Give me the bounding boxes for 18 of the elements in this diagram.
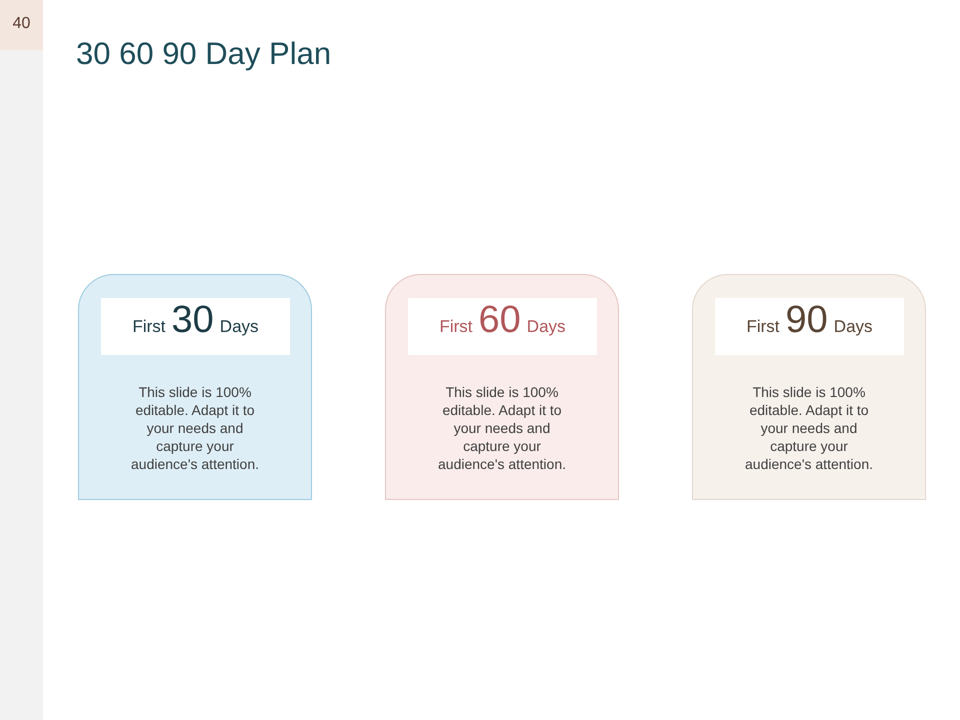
body-text: This slide is 100% editable. Adapt it to your needs and capture your audience's attention. — [437, 383, 567, 473]
heading-text: Days — [834, 317, 873, 337]
heading-text: Days — [526, 317, 566, 337]
heading-text: First — [439, 317, 473, 337]
plan-card — [385, 274, 619, 500]
day-count: 60 — [478, 298, 521, 342]
plan-card — [78, 274, 312, 500]
body-text: This slide is 100% editable. Adapt it to your needs and capture your audience's attention. — [744, 383, 874, 473]
heading-text: First — [746, 317, 780, 337]
page-number: 40 — [12, 14, 32, 34]
day-count: 30 — [172, 298, 214, 342]
plan-card — [692, 274, 926, 500]
heading-text: First — [132, 317, 166, 337]
slide-title: 30 60 90 Day Plan — [76, 35, 332, 73]
heading-box — [101, 298, 290, 355]
day-count: 90 — [786, 298, 828, 342]
body-text: This slide is 100% editable. Adapt it to your needs and capture your audience's attention. — [130, 383, 260, 473]
heading-text: Days — [220, 317, 259, 337]
